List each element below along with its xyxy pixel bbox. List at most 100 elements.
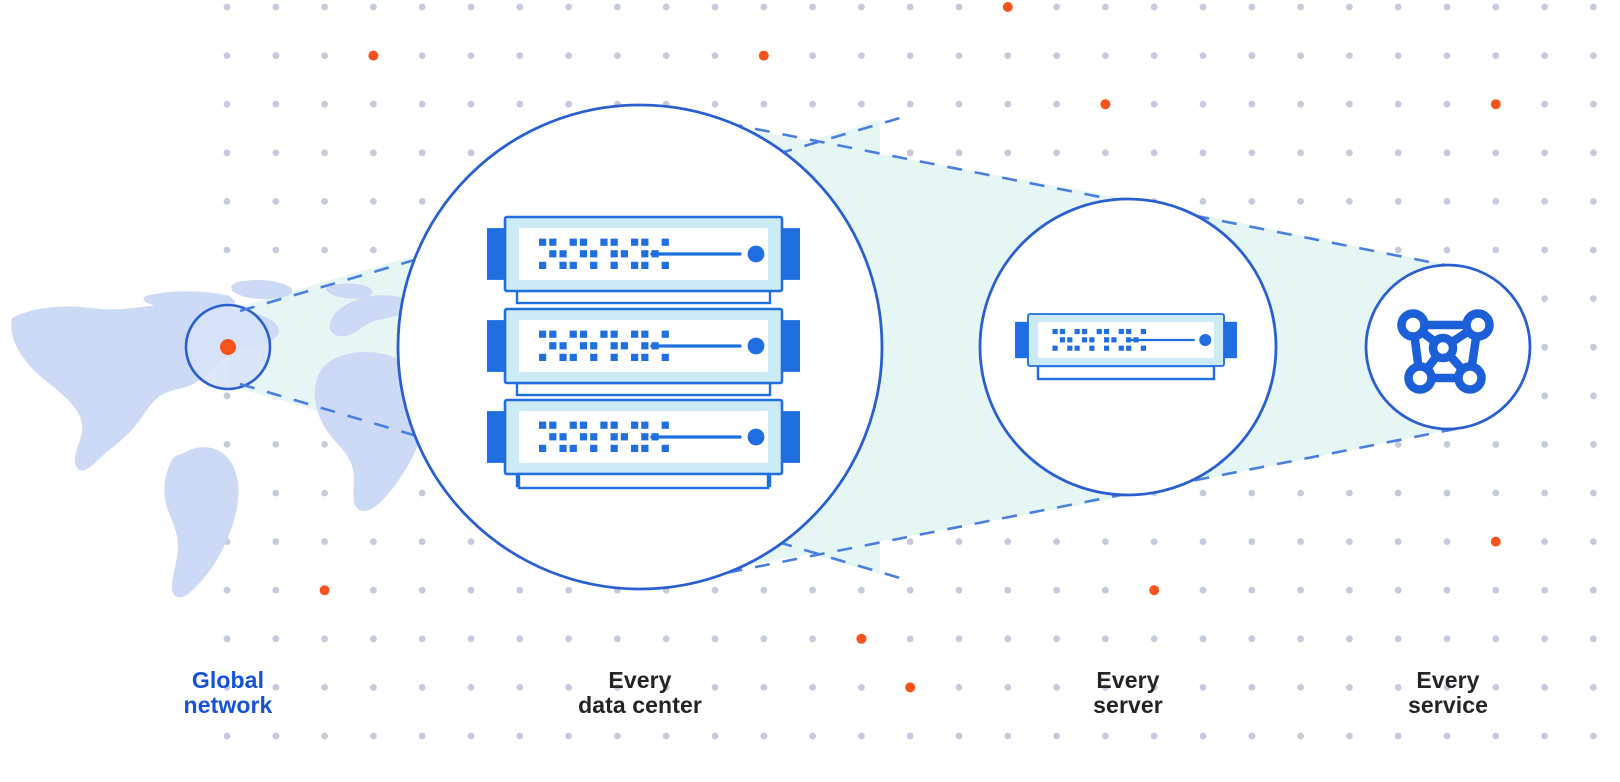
grid-dot [809,100,816,108]
grid-dot [1590,198,1597,205]
grid-dot [1346,684,1353,691]
grid-dot [906,149,914,157]
grid-dot [467,635,475,643]
grid-dot [418,635,426,643]
grid-dot [516,52,524,59]
grid-dot [1443,3,1451,11]
grid-dot [1590,392,1597,400]
server-led [1089,337,1095,343]
grid-dot-accent [856,633,867,644]
grid-dot [1199,149,1207,157]
grid-dot [1248,489,1256,497]
grid-dot [370,586,377,594]
grid-dot [1248,198,1256,205]
grid-dot [418,586,426,594]
grid-dot [760,635,768,643]
grid-dot [1492,52,1500,59]
grid-dot [516,586,524,594]
grid-dot [1150,538,1158,545]
grid-dot [614,732,621,740]
server-led [1052,328,1058,335]
grid-dot [321,441,328,448]
label-global-network: Global network [128,668,328,718]
grid-dot [1492,149,1500,157]
server-led [600,238,608,246]
grid-dot [1150,732,1158,740]
grid-dot [1004,149,1012,157]
server-led [559,261,567,269]
grid-dot [1150,149,1158,157]
grid-dot [711,3,719,11]
grid-dot [1590,295,1597,302]
grid-dot [1590,3,1597,11]
grid-dot [1297,3,1304,11]
grid-dot [1199,586,1207,594]
grid-dot [1297,489,1304,497]
grid-dot-accent [368,50,379,61]
server-status-dot [1199,333,1212,347]
grid-dot [955,149,963,157]
grid-dot [955,684,963,691]
grid-dot [1297,149,1304,157]
server-tab-right [1221,321,1237,359]
server-led [1104,345,1110,351]
server-tab-left [487,411,509,463]
grid-dot [1394,732,1402,740]
server-led [1074,345,1080,351]
grid-dot [809,684,816,691]
server-status-dot [747,337,765,355]
server-led [590,353,598,361]
server-led [539,444,547,452]
grid-dot [1150,684,1158,691]
grid-dot [1004,732,1012,740]
grid-dot [1394,52,1402,59]
grid-dot [662,52,670,59]
grid-dot [1443,635,1451,643]
grid-dot [223,3,231,11]
server-led [610,261,618,269]
grid-dot [1297,538,1304,545]
grid-dot [223,586,231,594]
grid-dot [1541,3,1548,11]
grid-dot [1004,684,1012,691]
grid-dot [711,100,719,108]
grid-dot [1102,538,1109,545]
grid-dot [223,52,231,59]
grid-dot [1004,538,1012,545]
grid-dot [321,538,328,545]
grid-dot [1590,732,1597,740]
grid-dot [223,732,231,740]
grid-dot [1004,635,1012,643]
grid-dot [1102,684,1109,691]
grid-dot [1150,52,1158,59]
grid-dot [1248,586,1256,594]
server-led [1081,328,1088,335]
grid-dot [1443,684,1451,691]
server-led [631,421,639,429]
server-led [549,342,557,350]
grid-dot [809,732,816,740]
grid-dot [1150,635,1158,643]
server-led [549,421,557,429]
grid-dot [1590,52,1597,59]
grid-dot [272,149,280,157]
server-led [631,261,639,269]
server-led [539,330,547,338]
grid-dot [1541,295,1548,302]
grid-dot [272,3,280,11]
server-led [539,261,547,269]
grid-dot [467,100,475,108]
server-led [539,238,547,246]
server-led [569,261,577,269]
map-highlight-circle [184,303,272,391]
grid-dot [467,52,475,59]
server-led [1126,337,1132,343]
server-led [631,330,639,338]
label-line-1: Global [191,667,265,693]
grid-dot [1248,684,1256,691]
server-led [610,238,618,246]
grid-dot [1443,198,1451,205]
grid-dot [1297,52,1304,59]
grid-dot [1199,732,1207,740]
